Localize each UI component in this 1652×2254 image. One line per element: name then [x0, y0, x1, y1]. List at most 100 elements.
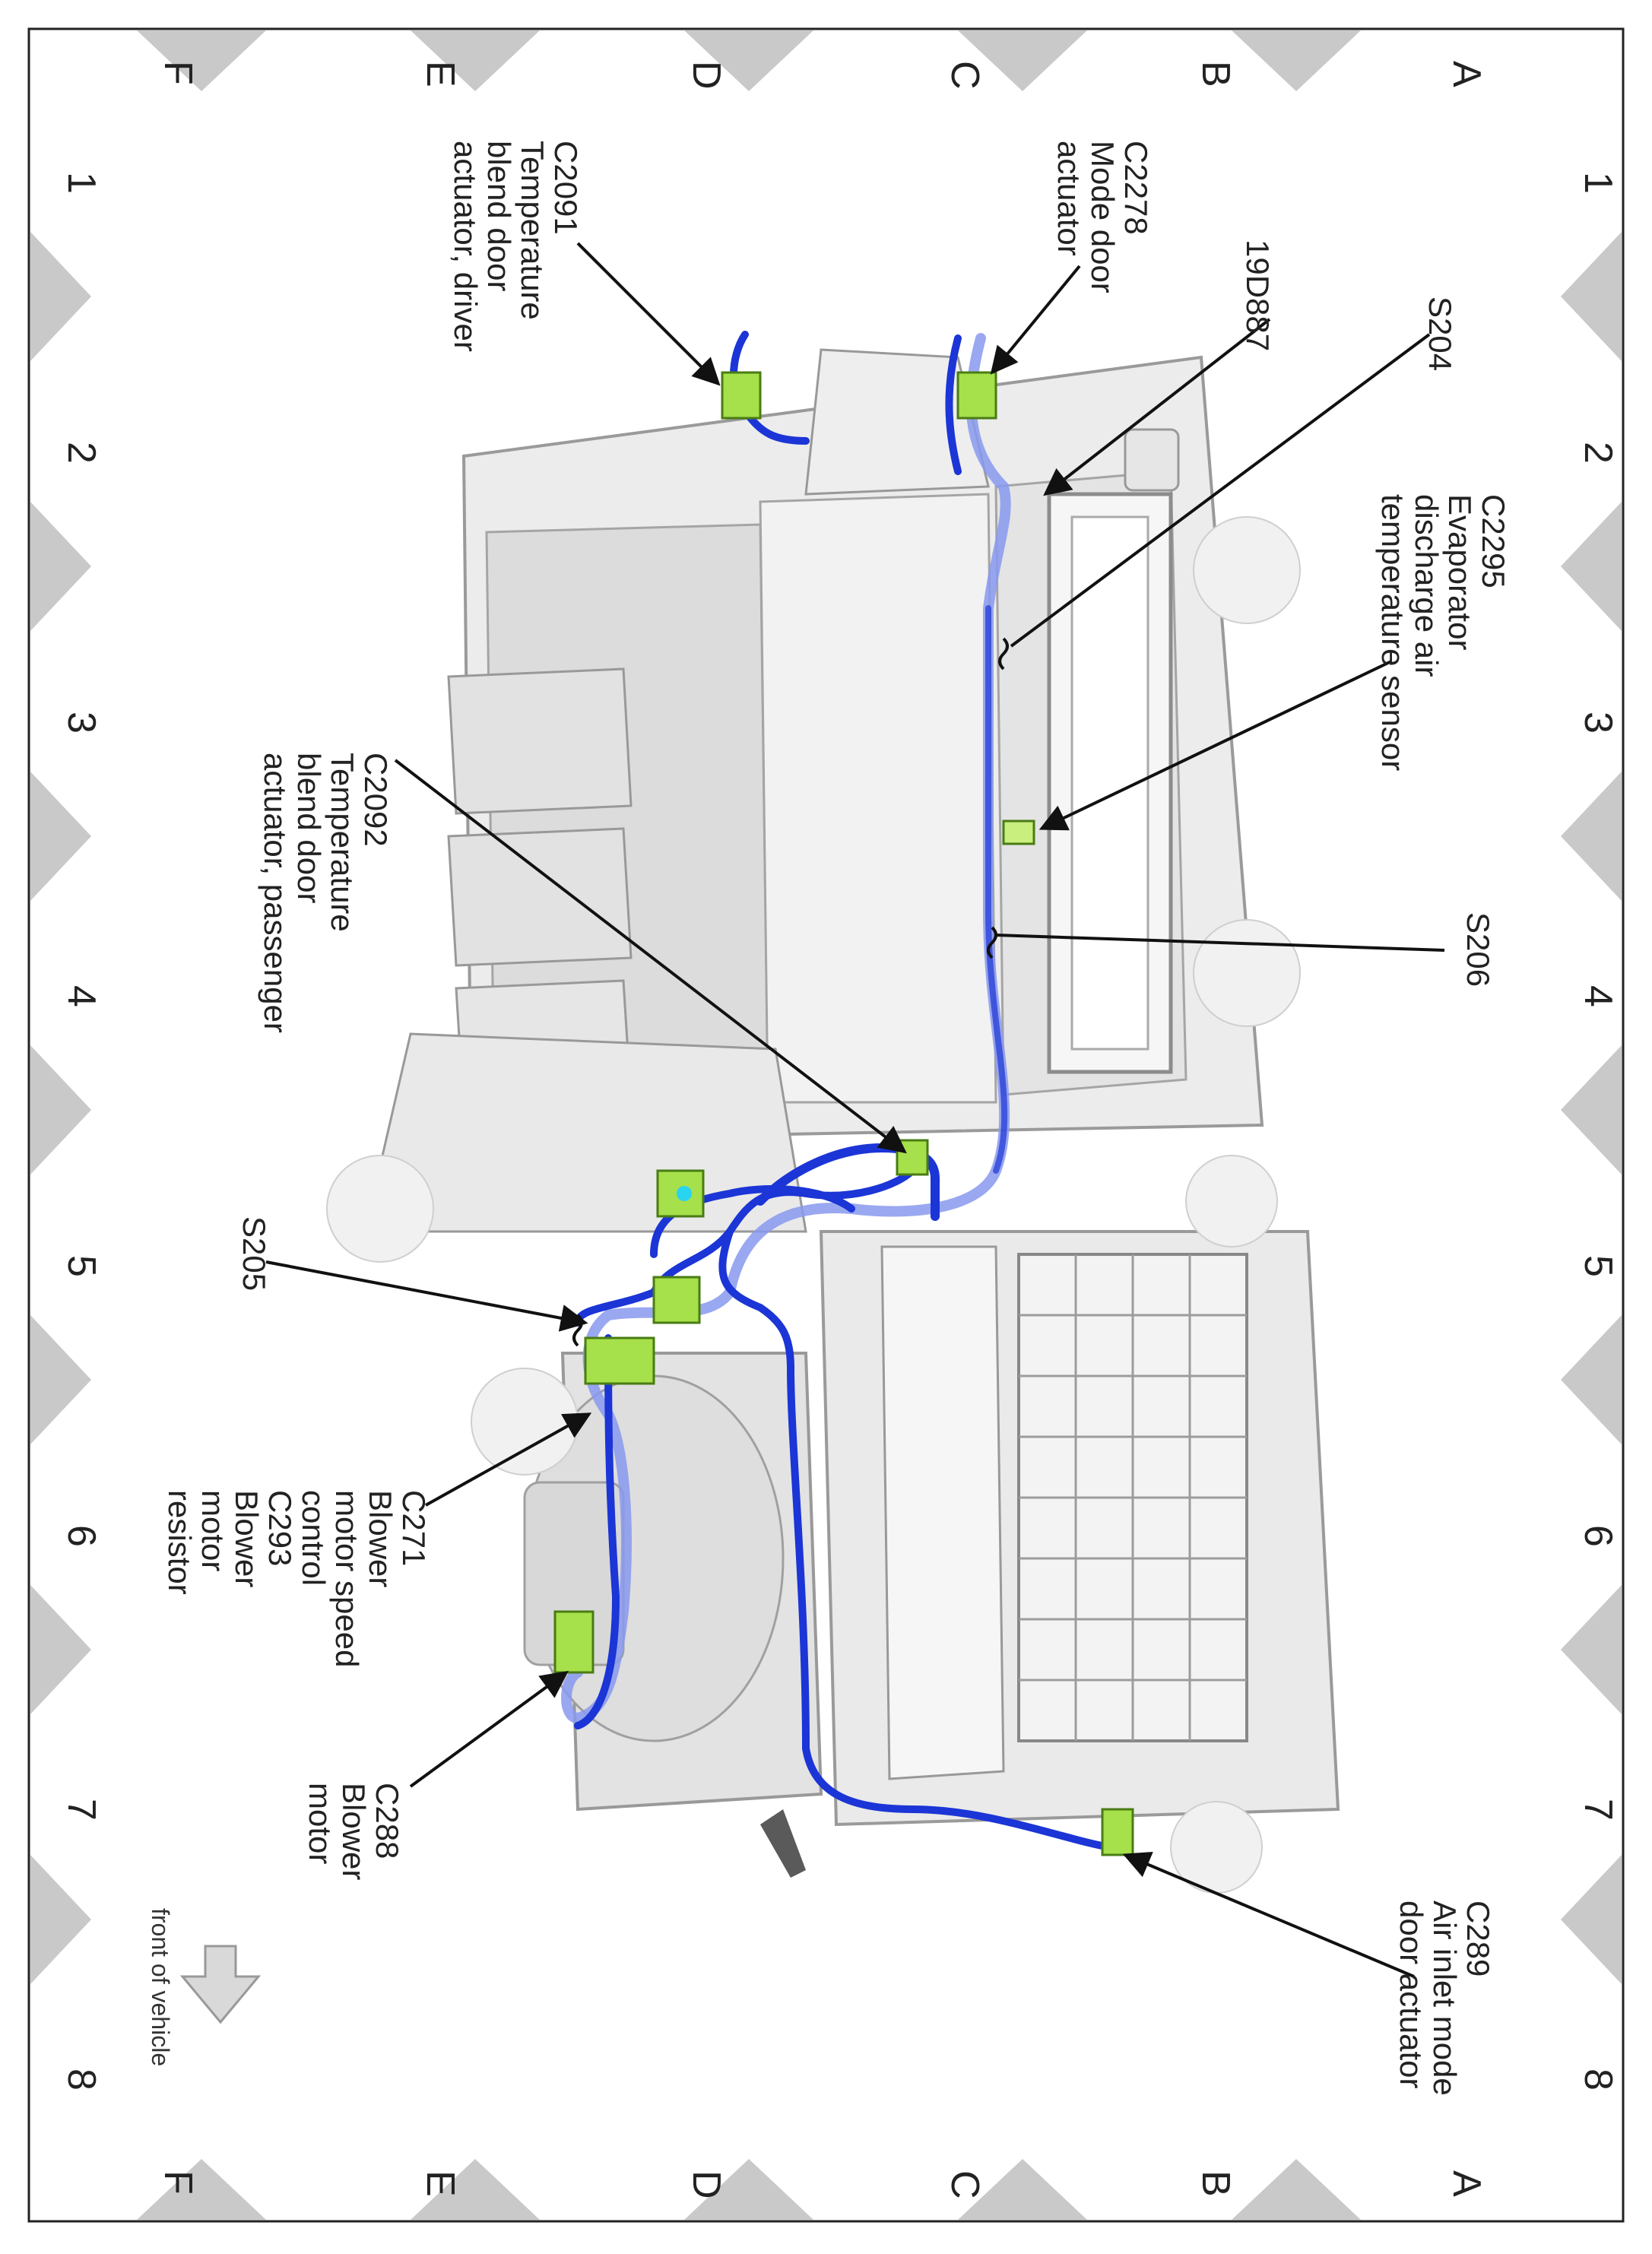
grid-marker [137, 2159, 266, 2220]
connector-c289 [1101, 1808, 1134, 1856]
grid-marker [1561, 502, 1622, 631]
grid-row-label: B [1194, 2170, 1238, 2197]
callout-c2278: C2278Mode dooractuator [1051, 141, 1154, 293]
grid-col-label: 2 [59, 442, 103, 464]
callout-c2091: C2091Temperatureblend dooractuator, driv… [448, 141, 584, 352]
grid-marker [1561, 1045, 1622, 1175]
connector-c288 [553, 1610, 595, 1674]
grid-col-label: 4 [59, 985, 103, 1007]
grid-row-label: A [1444, 61, 1489, 87]
grid-row-label: F [156, 61, 200, 85]
grid-marker [684, 30, 813, 91]
grid-marker [1232, 30, 1361, 91]
grid-row-label: D [684, 61, 728, 90]
grid-marker [411, 2159, 540, 2220]
grid-col-label: 6 [1576, 1525, 1620, 1547]
grid-col-label: 3 [1576, 712, 1620, 734]
grid-markers-bottom [137, 2159, 1361, 2220]
leader-c2278 [990, 265, 1081, 375]
splice-s206 [987, 926, 997, 959]
grid-marker [958, 30, 1087, 91]
grid-row-label: F [156, 2170, 200, 2195]
connector-dot [677, 1186, 692, 1201]
grid-marker [30, 1585, 91, 1714]
callout-s205: S205 [236, 1216, 272, 1291]
grid-col-label: 6 [59, 1525, 103, 1547]
grid-col-label: 8 [1576, 2069, 1620, 2091]
leader-c289 [1122, 1851, 1415, 1978]
connector-c2092 [896, 1139, 929, 1176]
grid-markers-right [1561, 232, 1622, 1984]
grid-markers-top [137, 30, 1361, 91]
grid-marker [30, 1855, 91, 1984]
leader-c2091 [576, 242, 721, 386]
grid-col-label: 1 [59, 172, 103, 194]
grid-marker [30, 772, 91, 901]
connector-c271 [584, 1336, 655, 1385]
leader-c2295 [1038, 660, 1392, 831]
callout-s206: S206 [1460, 912, 1496, 987]
connectors [553, 371, 1134, 1856]
grid-row-label: B [1194, 61, 1238, 87]
grid-marker [1561, 1855, 1622, 1984]
grid-marker [30, 1315, 91, 1444]
labels: A B C D E F A B C D E F 1 2 3 4 5 6 7 8 1 2 3 4 5 6 7 8 C2091Tempera… [59, 61, 1620, 2199]
splice-s205 [572, 1314, 583, 1347]
grid-marker [1232, 2159, 1361, 2220]
callout-c2295: C2295Evaporatordischarge airtemperature … [1375, 494, 1511, 771]
connector-c293 [652, 1276, 701, 1324]
connector-c2278 [956, 371, 997, 420]
callout-c288: C288Blowermotor [303, 1783, 405, 1880]
leader-s204 [1010, 333, 1431, 648]
connector-c2295 [1002, 819, 1035, 845]
connector-c2091 [721, 371, 762, 420]
grid-row-label: C [943, 2170, 987, 2199]
grid-col-label: 4 [1576, 985, 1620, 1007]
leader-s205 [265, 1260, 588, 1332]
grid-col-label: 8 [59, 2069, 103, 2091]
front-of-vehicle-label: front of vehicle [147, 1908, 174, 2066]
grid-col-label: 2 [1576, 442, 1620, 464]
grid-marker [1561, 232, 1622, 361]
leader-lines [265, 242, 1445, 1978]
grid-marker [1561, 1315, 1622, 1444]
callout-c2092: C2092Temperatureblend dooractuator, pass… [258, 753, 394, 1033]
leader-c288 [409, 1670, 569, 1788]
grid-marker [958, 2159, 1087, 2220]
callout-c289: C289Air inlet modedoor actuator [1394, 1901, 1496, 2096]
grid-col-label: 5 [59, 1255, 103, 1277]
leader-c2092 [394, 759, 907, 1154]
grid-col-label: 5 [1576, 1255, 1620, 1277]
callout-19d887: 19D887 [1240, 239, 1276, 351]
leader-c271 [425, 1412, 592, 1507]
grid-col-label: 1 [1576, 172, 1620, 194]
grid-marker [137, 30, 266, 91]
leader-19d887 [1043, 318, 1271, 496]
grid-marker [684, 2159, 813, 2220]
grid-col-label: 7 [59, 1799, 103, 1821]
splice-s204 [998, 637, 1009, 670]
grid-marker [1561, 772, 1622, 901]
leader-s206 [995, 934, 1445, 952]
grid-row-label: C [943, 61, 987, 90]
grid-marker [30, 1045, 91, 1175]
grid-row-label: E [418, 2170, 462, 2197]
grid-marker [30, 502, 91, 631]
callout-s204: S204 [1422, 296, 1458, 371]
hvac-housing [326, 348, 1340, 1894]
front-arrow-icon [179, 1945, 262, 2024]
splice-marks [572, 637, 1009, 1347]
grid-row-label: A [1444, 2170, 1489, 2197]
grid-col-label: 3 [59, 712, 103, 734]
diagram-frame [27, 27, 1625, 2223]
grid-row-label: D [684, 2170, 728, 2199]
grid-marker [1561, 1585, 1622, 1714]
grid-markers-left [30, 232, 91, 1984]
grid-row-label: E [418, 61, 462, 87]
callout-c271: C271Blowermotor speedcontrolC293Blowermo… [162, 1490, 432, 1667]
grid-marker [411, 30, 540, 91]
grid-col-label: 7 [1576, 1799, 1620, 1821]
grid-marker [30, 232, 91, 361]
